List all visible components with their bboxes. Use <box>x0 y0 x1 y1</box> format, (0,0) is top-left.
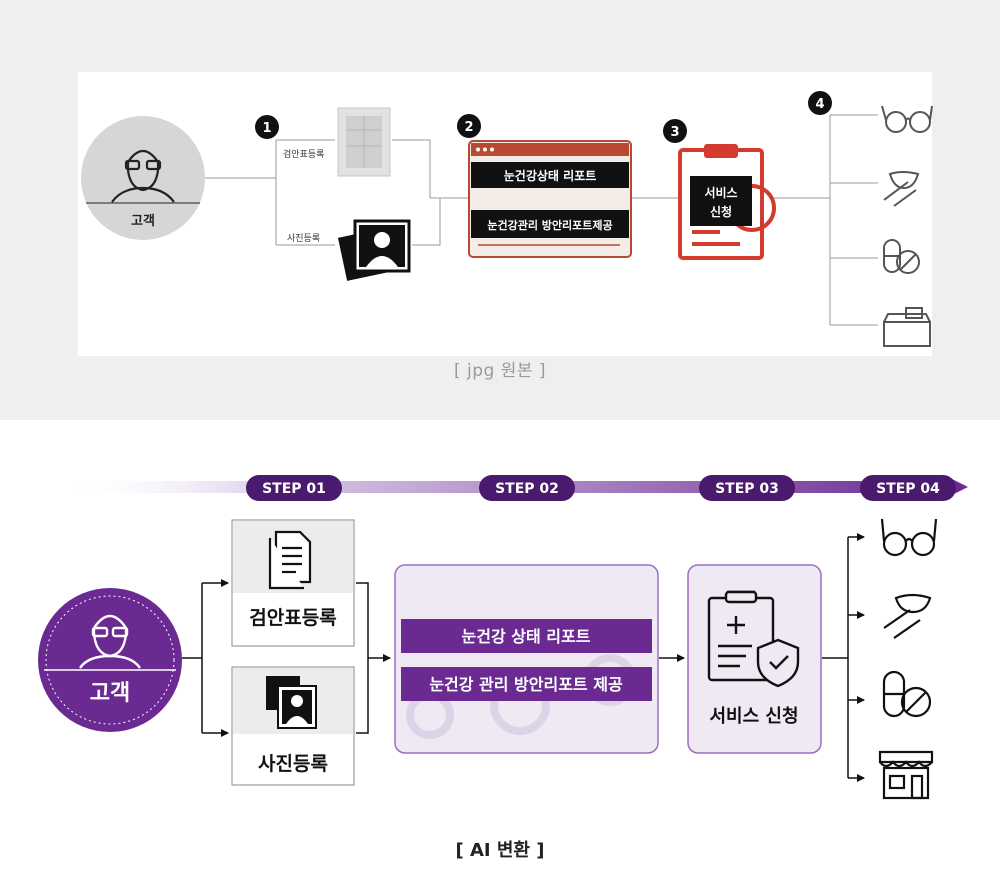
pill-icon <box>882 670 932 718</box>
original-register-form-label: 검안표등록 <box>283 148 324 160</box>
original-step-number-4: 4 <box>815 97 824 112</box>
register-form-label: 검안표등록 <box>249 607 336 629</box>
converted-diagram: STEP 01 STEP 02 STEP 03 STEP 04 고객 <box>38 475 968 800</box>
report-status: 눈건강 상태 리포트 <box>462 627 591 646</box>
original-clipboard: 서비스 신청 <box>678 144 776 260</box>
original-step-number-1: 1 <box>262 121 271 136</box>
user-icon <box>79 614 141 669</box>
converted-outcome-icons <box>878 518 938 800</box>
converted-customer: 고객 <box>38 588 182 732</box>
glasses-icon <box>880 518 938 557</box>
original-form-document <box>337 107 391 177</box>
service-label: 서비스 신청 <box>709 706 798 727</box>
service-box: 서비스 신청 <box>687 564 822 754</box>
contact-lens-icon <box>883 171 920 207</box>
step-label-3: STEP 03 <box>715 481 779 497</box>
register-form-box: 검안표등록 <box>231 519 355 647</box>
store-icon <box>878 750 934 800</box>
original-register-photo-label: 사진등록 <box>287 233 320 244</box>
original-diagram: 고객 1 2 3 4 <box>81 91 933 347</box>
step-pill-3: STEP 03 <box>699 475 795 501</box>
original-caption: [ jpg 원본 ] <box>453 361 547 381</box>
report-plan: 눈건강 관리 방안리포트 제공 <box>429 675 623 694</box>
original-service-line2: 신청 <box>710 204 732 219</box>
document-icon <box>268 530 312 590</box>
original-report-box: 눈건강상태 리포트 눈건강관리 방안리포트제공 <box>468 140 632 258</box>
step-label-1: STEP 01 <box>262 481 326 497</box>
converted-connectors <box>182 533 865 782</box>
register-photo-box: 사진등록 <box>231 666 355 786</box>
step-pill-4: STEP 04 <box>860 475 956 501</box>
original-photo-stack <box>337 219 411 281</box>
portrait-icon <box>266 676 317 729</box>
clipboard-shield-icon <box>707 590 800 688</box>
converted-customer-label: 고객 <box>90 681 130 706</box>
original-customer-label: 고객 <box>131 213 155 229</box>
original-outcome-icons <box>881 105 933 347</box>
step-label-4: STEP 04 <box>876 481 940 497</box>
user-icon <box>111 149 175 203</box>
original-customer: 고객 <box>81 116 205 240</box>
original-step-numbers: 1 2 3 4 <box>255 91 832 143</box>
original-connectors <box>205 114 878 326</box>
step-label-2: STEP 02 <box>495 481 559 497</box>
original-report-plan: 눈건강관리 방안리포트제공 <box>487 218 612 232</box>
contact-lens-icon <box>883 593 932 639</box>
original-report-status: 눈건강상태 리포트 <box>504 168 597 183</box>
step-pill-1: STEP 01 <box>246 475 342 501</box>
step-pill-2: STEP 02 <box>479 475 575 501</box>
register-photo-label: 사진등록 <box>258 753 328 775</box>
original-step-number-2: 2 <box>464 120 473 135</box>
original-service-line1: 서비스 <box>704 185 737 200</box>
store-icon <box>883 307 931 347</box>
pill-icon <box>883 239 920 274</box>
original-step-number-3: 3 <box>670 125 679 140</box>
converted-caption: [ AI 변환 ] <box>455 840 545 861</box>
report-box: 눈건강 상태 리포트 눈건강 관리 방안리포트 제공 <box>394 564 659 754</box>
glasses-icon <box>881 105 933 133</box>
